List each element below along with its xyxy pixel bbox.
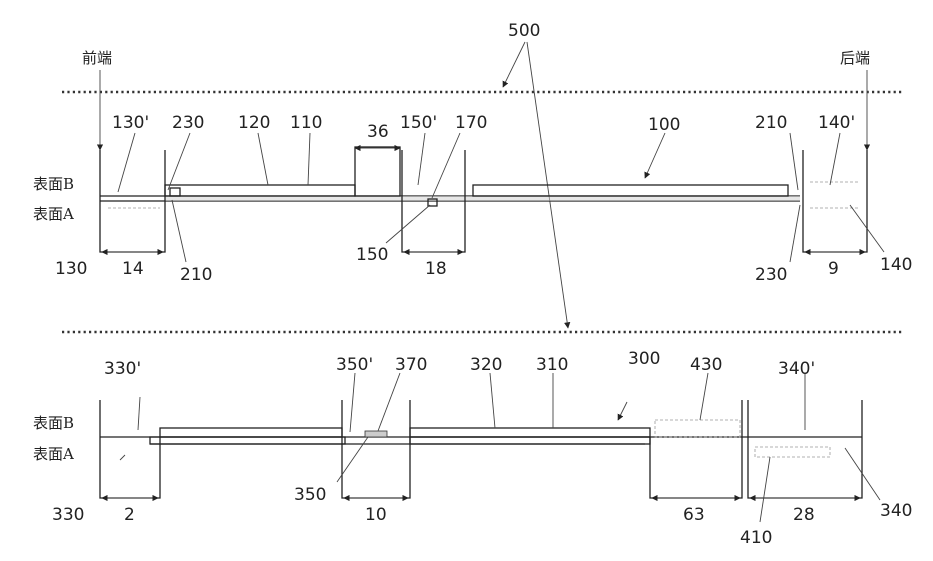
leader-330 [120, 455, 125, 460]
ref-330: 330 [52, 505, 84, 525]
block-36 [355, 147, 400, 196]
base-strip-fill [165, 196, 800, 201]
ref-340p: 340' [778, 359, 815, 379]
ref-430: 430 [690, 355, 722, 375]
dim-36-label: 36 [367, 122, 389, 142]
layer-120 [165, 185, 355, 196]
zone-63 [650, 400, 742, 498]
dim-10-label: 10 [365, 505, 387, 525]
dim-63-label: 63 [683, 505, 705, 525]
ref-350p: 350' [336, 355, 373, 375]
ref-110: 110 [290, 113, 322, 133]
dim-18-label: 18 [425, 259, 447, 279]
leader-350p [350, 373, 355, 432]
arrow-100 [645, 133, 665, 178]
leader-120 [258, 133, 268, 185]
ref-330p: 330' [104, 359, 141, 379]
zone-140 [803, 150, 867, 252]
surface-a-label-bottom: 表面A [33, 445, 74, 463]
element-230 [170, 188, 180, 196]
ref-140: 140 [880, 255, 912, 275]
leader-130p [118, 133, 135, 192]
front-label: 前端 [82, 49, 112, 67]
surface-b-label-bottom: 表面B [33, 414, 74, 432]
ref-300: 300 [628, 349, 660, 369]
ref-120: 120 [238, 113, 270, 133]
dim-14-label: 14 [122, 259, 144, 279]
ref-150p: 150' [400, 113, 437, 133]
ref-340: 340 [880, 501, 912, 521]
leader-150p [418, 133, 425, 185]
ref-230a: 230 [172, 113, 204, 133]
layer-320-left [160, 428, 342, 437]
dashed-430 [655, 420, 740, 437]
ref-170: 170 [455, 113, 487, 133]
ref-130: 130 [55, 259, 87, 279]
ref-100: 100 [648, 115, 680, 135]
ref-310: 310 [536, 355, 568, 375]
leader-140p [830, 133, 840, 185]
top-half: 前端 后端 500 表面B 表面A [33, 21, 912, 328]
leader-410 [760, 457, 770, 522]
dashed-410 [755, 447, 830, 457]
dim-28-label: 28 [793, 505, 815, 525]
leader-370 [378, 373, 400, 431]
bottom-half: 表面B 表面A [33, 332, 912, 548]
zone-350 [342, 400, 410, 498]
lower-layer-right [410, 437, 650, 444]
zone-330 [100, 400, 160, 498]
rear-label: 后端 [840, 49, 870, 67]
ref-350: 350 [294, 485, 326, 505]
lower-layer-left [150, 437, 345, 444]
element-370 [365, 431, 387, 437]
leader-210b [172, 200, 186, 262]
layer-310 [410, 428, 650, 437]
surface-b-label-top: 表面B [33, 175, 74, 193]
arrow-300 [618, 402, 627, 420]
surface-a-label-top: 表面A [33, 205, 74, 223]
leader-210a [790, 133, 798, 190]
ref-410: 410 [740, 528, 772, 548]
arrow-500-top [503, 42, 525, 87]
leader-320 [490, 373, 495, 428]
layer-100 [473, 185, 788, 196]
ref-370: 370 [395, 355, 427, 375]
ref-140p: 140' [818, 113, 855, 133]
label-500: 500 [508, 21, 540, 41]
dim-2-label: 2 [124, 505, 135, 525]
ref-230b: 230 [755, 265, 787, 285]
dim-9-label: 9 [828, 259, 839, 279]
leader-150 [386, 205, 430, 243]
leader-330p [138, 397, 140, 430]
ref-320: 320 [470, 355, 502, 375]
leader-230a [168, 133, 190, 190]
ref-210a: 210 [755, 113, 787, 133]
leader-110 [308, 133, 310, 185]
leader-230b [790, 205, 800, 262]
ref-150: 150 [356, 245, 388, 265]
leader-430 [700, 373, 708, 420]
ref-130p: 130' [112, 113, 149, 133]
leader-170 [432, 133, 460, 198]
ref-210b: 210 [180, 265, 212, 285]
